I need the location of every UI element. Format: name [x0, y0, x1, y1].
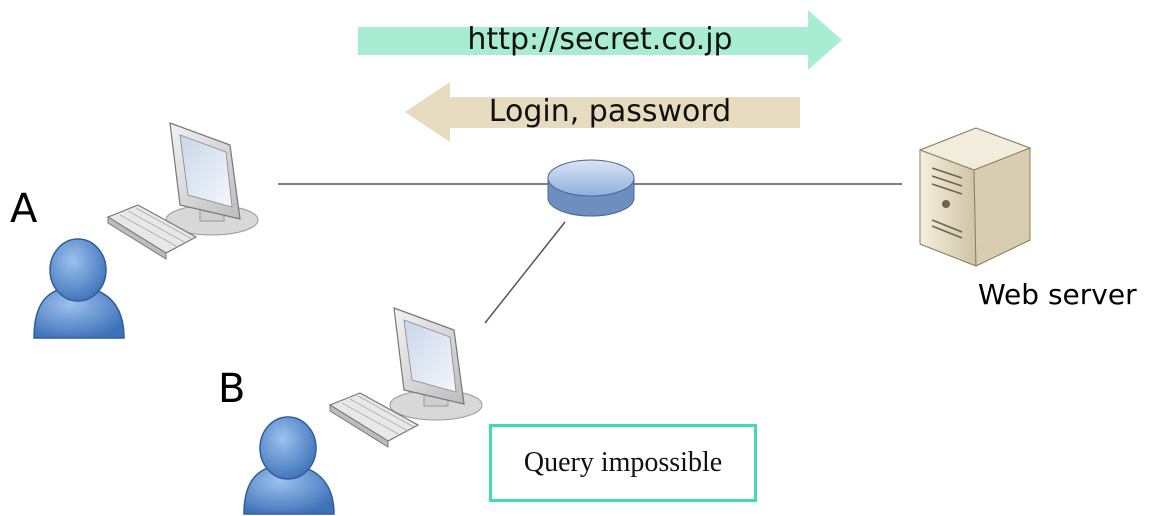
server-label: Web server [978, 278, 1137, 311]
computer-icon [389, 307, 483, 421]
user-icon [243, 416, 335, 515]
user-b-label: B [218, 366, 246, 412]
keyboard-icon [106, 204, 198, 260]
computer-icon [165, 122, 259, 236]
response-arrow-label: Login, password [488, 94, 732, 129]
server-icon [918, 127, 1032, 267]
query-impossible-text: Query impossible [523, 447, 723, 478]
user-icon [33, 238, 125, 339]
keyboard-icon [328, 392, 420, 448]
query-impossible-box: Query impossible [489, 424, 757, 502]
request-arrow-label: http://secret.co.jp [467, 22, 733, 57]
response-arrow [405, 82, 800, 142]
link-router-b [484, 221, 566, 324]
router-icon [547, 159, 635, 217]
user-a-label: A [10, 186, 38, 232]
request-arrow [358, 10, 842, 70]
